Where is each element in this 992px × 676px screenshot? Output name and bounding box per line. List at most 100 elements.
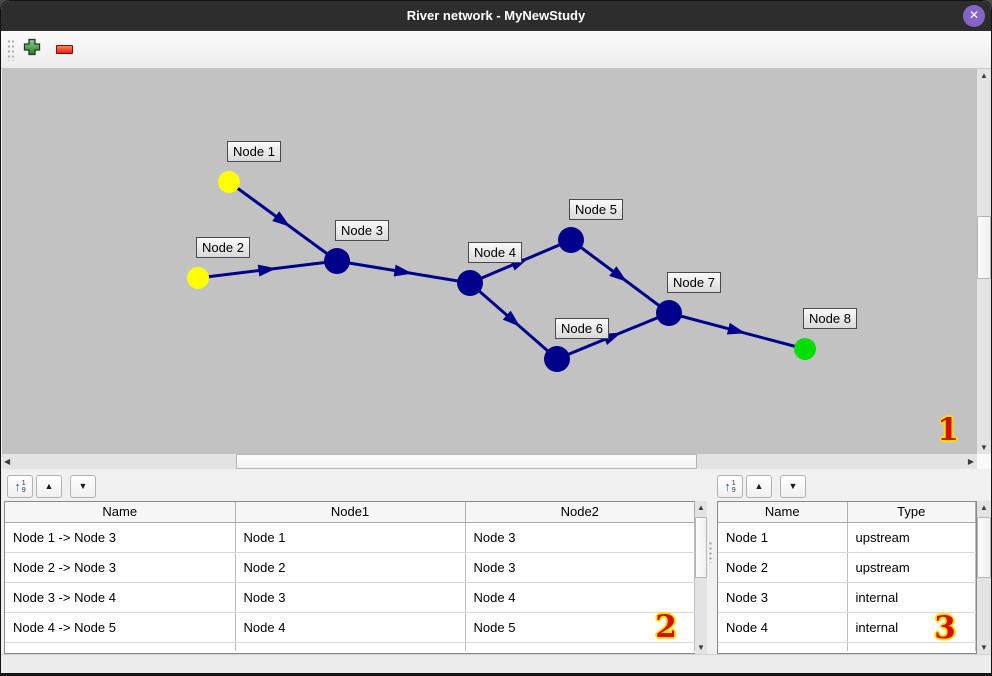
network-node[interactable] [794,338,816,360]
network-node[interactable] [558,227,584,253]
table-cell[interactable]: Node 5 [465,612,695,643]
network-node[interactable] [656,300,682,326]
scroll-up-icon[interactable]: ▲ [697,503,705,512]
links-column-header-name[interactable]: Name [5,502,236,523]
scroll-down-icon[interactable]: ▼ [980,643,988,652]
network-node[interactable] [544,346,570,372]
horizontal-scroll-thumb[interactable] [236,454,697,469]
close-button[interactable]: ✕ [963,5,985,27]
table-cell[interactable]: Node 4 [718,612,848,643]
nodes-column-header-type[interactable]: Type [847,502,976,523]
nodes-sort-button[interactable]: ↑ 1 9 [717,475,743,498]
table-row-partial [5,642,695,651]
network-diagram [187,171,816,372]
table-cell[interactable]: internal [847,612,976,643]
sort-ascending-icon: ↑ 1 9 [14,479,26,494]
add-button[interactable] [17,34,47,64]
vertical-scroll-thumb[interactable] [977,216,991,279]
node-label: Node 5 [569,199,623,220]
canvas-vertical-scrollbar[interactable]: ▲ ▼ [977,69,991,454]
table-cell[interactable]: upstream [847,522,976,553]
status-bar [1,654,991,673]
nodes-table-scrollbar[interactable]: ▲ ▼ [977,501,991,654]
edge-arrow-icon [726,322,746,335]
table-cell[interactable]: Node 3 [465,552,695,583]
table-cell [235,642,466,651]
scroll-up-icon[interactable]: ▲ [980,503,988,512]
down-triangle-icon: ▼ [78,481,88,491]
vertical-scroll-thumb[interactable] [695,517,707,578]
table-cell[interactable]: upstream [847,552,976,583]
edge-arrow-icon [257,264,277,277]
table-cell[interactable]: Node 3 [718,582,848,613]
table-cell[interactable]: Node 1 -> Node 3 [5,522,236,553]
edge-arrow-icon [609,266,628,282]
table-cell[interactable]: Node 3 -> Node 4 [5,582,236,613]
close-icon: ✕ [968,8,980,22]
table-cell [5,642,236,651]
links-sort-button[interactable]: ↑ 1 9 [7,475,33,498]
titlebar[interactable]: River network - MyNewStudy ✕ [1,1,991,31]
table-cell[interactable]: Node 4 -> Node 5 [5,612,236,643]
links-column-header-node2[interactable]: Node2 [465,502,695,523]
scroll-down-icon[interactable]: ▼ [697,643,705,652]
table-cell[interactable]: Node 1 [718,522,848,553]
edge-arrow-icon [393,264,413,277]
remove-button[interactable] [49,34,79,64]
edge-arrow-icon [502,310,521,327]
table-row-partial [718,642,976,651]
links-move-down-button[interactable]: ▼ [70,475,96,498]
network-node[interactable] [457,270,483,296]
vertical-scroll-thumb[interactable] [977,517,991,578]
table-cell[interactable]: internal [847,582,976,613]
up-triangle-icon: ▲ [754,481,764,491]
sort-ascending-icon: ↑ 1 9 [724,479,736,494]
window-title: River network - MyNewStudy [406,8,586,23]
node-label: Node 4 [468,242,522,263]
network-node[interactable] [324,248,350,274]
nodes-column-header-name[interactable]: Name [718,502,848,523]
table-cell[interactable]: Node 4 [235,612,466,643]
annotation-marker: 3 [934,610,956,646]
annotation-marker: 1 [937,412,959,448]
links-column-header-node1[interactable]: Node1 [235,502,466,523]
minus-icon [55,44,73,54]
table-cell[interactable]: Node 3 [465,522,695,553]
links-table-scrollbar[interactable]: ▲ ▼ [695,501,707,654]
canvas-horizontal-scrollbar[interactable]: ◀ ▶ [2,454,977,469]
table-cell [465,642,695,651]
toolbar-grip[interactable] [7,39,14,61]
table-cell[interactable]: Node 3 [235,582,466,613]
table-cell[interactable]: Node 1 [235,522,466,553]
scroll-right-icon[interactable]: ▶ [967,457,974,466]
annotation-marker: 2 [655,609,677,645]
table-cell[interactable]: Node 2 [718,552,848,583]
table-cell [718,642,848,651]
table-cell[interactable]: Node 2 -> Node 3 [5,552,236,583]
network-node[interactable] [218,171,240,193]
nodes-move-up-button[interactable]: ▲ [746,475,772,498]
links-move-up-button[interactable]: ▲ [36,475,62,498]
scroll-left-icon[interactable]: ◀ [4,457,11,466]
table-cell[interactable]: Node 4 [465,582,695,613]
scroll-down-icon[interactable]: ▼ [980,443,988,452]
down-triangle-icon: ▼ [788,481,798,491]
table-cell[interactable]: Node 2 [235,552,466,583]
scroll-up-icon[interactable]: ▲ [980,71,988,80]
scrollbar-corner [977,454,991,469]
network-node[interactable] [187,267,209,289]
panel-splitter[interactable] [708,541,713,563]
node-label: Node 2 [196,237,250,258]
nodes-move-down-button[interactable]: ▼ [780,475,806,498]
